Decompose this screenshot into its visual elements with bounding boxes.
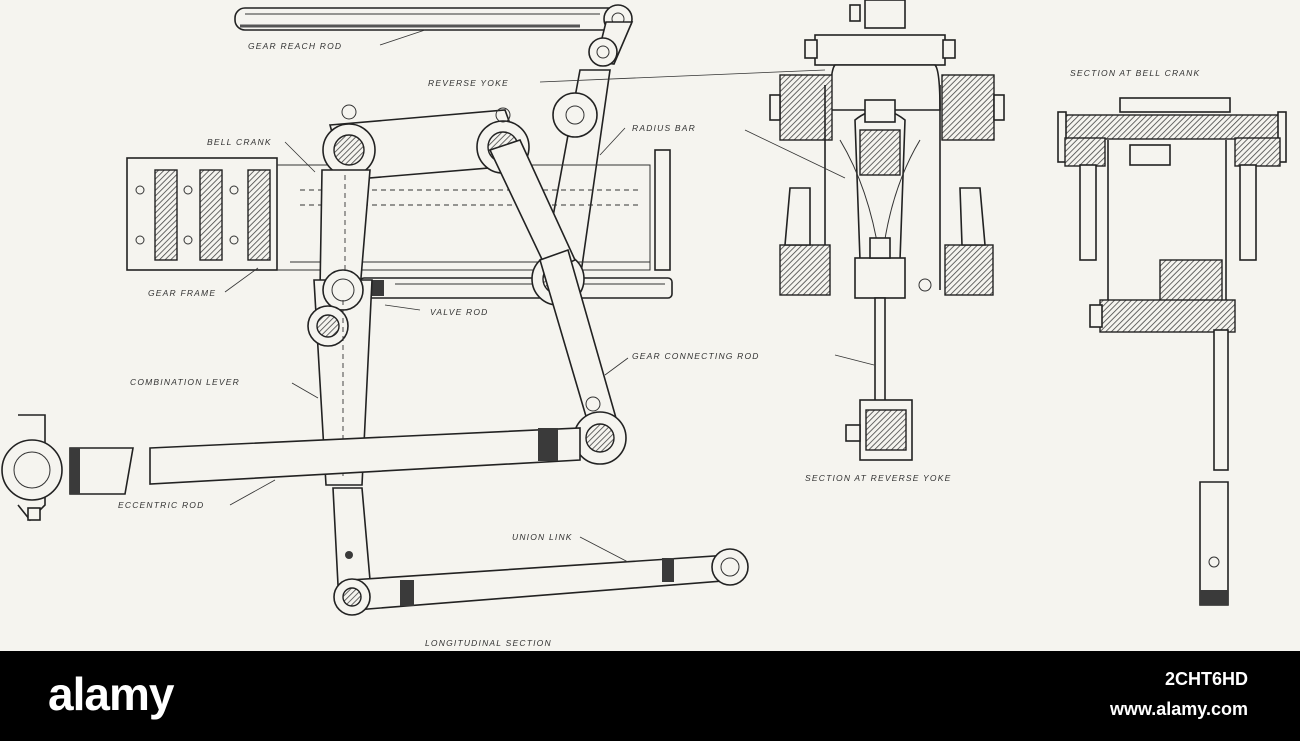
label-bell-crank: BELL CRANK bbox=[207, 137, 272, 147]
brand-logo[interactable]: alamy bbox=[48, 668, 174, 720]
bell-crank-section-view bbox=[1057, 97, 1287, 606]
label-gear-reach-rod: GEAR REACH ROD bbox=[248, 41, 342, 51]
label-longitudinal-section: LONGITUDINAL SECTION bbox=[425, 638, 552, 648]
longitudinal-section-view bbox=[1, 4, 826, 616]
gear-reach-rod bbox=[234, 4, 633, 34]
gear-connecting-rod bbox=[539, 248, 627, 465]
image-id: 2CHT6HD bbox=[1164, 669, 1248, 689]
union-link bbox=[332, 487, 749, 616]
label-valve-rod: VALVE ROD bbox=[430, 307, 489, 317]
label-union-link: UNION LINK bbox=[512, 532, 573, 542]
reverse-yoke-section-view bbox=[744, 0, 1005, 461]
label-section-at-bell-crank: SECTION AT BELL CRANK bbox=[1070, 68, 1200, 78]
combination-lever bbox=[307, 269, 373, 486]
brand-url[interactable]: www.alamy.com bbox=[1109, 699, 1248, 719]
label-eccentric-rod: ECCENTRIC ROD bbox=[118, 500, 204, 510]
valve-gear-svg: GEAR REACH ROD REVERSE YOKE RADIUS BAR B… bbox=[1, 0, 1287, 648]
label-reverse-yoke: REVERSE YOKE bbox=[428, 78, 509, 88]
valve-rod bbox=[359, 238, 673, 306]
eccentric-rod bbox=[1, 414, 581, 522]
label-combination-lever: COMBINATION LEVER bbox=[130, 377, 240, 387]
watermark-footer: alamy 2CHT6HD www.alamy.com bbox=[0, 651, 1300, 741]
label-gear-connecting-rod: GEAR CONNECTING ROD bbox=[632, 351, 760, 361]
label-section-at-reverse-yoke: SECTION AT REVERSE YOKE bbox=[805, 473, 951, 483]
label-gear-frame: GEAR FRAME bbox=[148, 288, 216, 298]
label-radius-bar: RADIUS BAR bbox=[632, 123, 696, 133]
radius-bar bbox=[488, 139, 577, 274]
valve-gear-engineering-drawing: GEAR REACH ROD REVERSE YOKE RADIUS BAR B… bbox=[0, 0, 1300, 651]
